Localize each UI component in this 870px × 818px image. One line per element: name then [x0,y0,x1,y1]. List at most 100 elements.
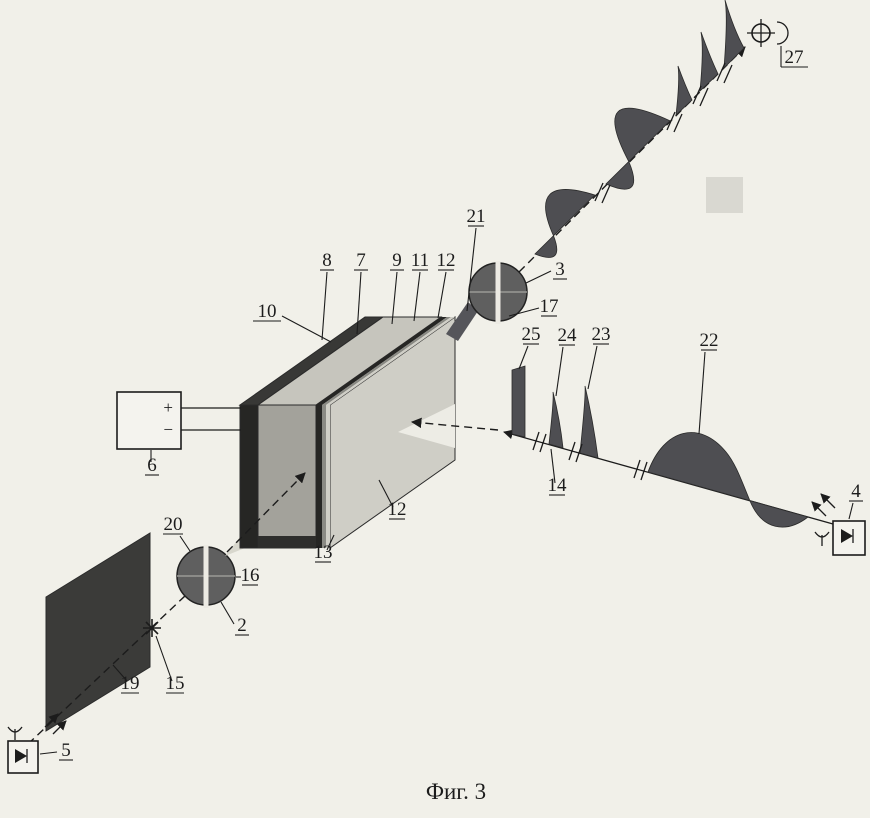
break-marks-upper [594,62,733,204]
label-21-leader [466,227,477,312]
break-tick [594,182,604,202]
label-2: 2 [237,615,247,636]
beam-axis-lower-left [27,594,187,745]
pulse-fin-23 [579,385,599,459]
label-27: 27 [785,47,804,68]
point-source-star [143,619,161,637]
label-23: 23 [592,324,611,345]
sine-wave-22 [647,432,809,528]
emitter-symbol-arc [814,531,830,538]
label-12b-leader [378,479,394,508]
label-12a: 12 [437,250,456,271]
label-20: 20 [164,514,183,535]
emitter-symbol-arc [7,726,23,733]
polarizer-2 [176,545,236,608]
break-tick [568,441,576,461]
label-24: 24 [558,325,578,346]
label-10: 10 [258,301,277,322]
label-21: 21 [467,206,486,227]
break-tick [699,87,709,107]
layer-13-bottom [258,536,316,548]
label-4: 4 [851,481,861,502]
labels: 10 8 7 9 11 12 21 3 17 25 24 23 [39,46,863,761]
label-2-leader [220,601,235,625]
break-tick [532,431,540,451]
emission-arrow [811,501,827,517]
label-11: 11 [411,250,429,271]
break-tick [575,443,583,463]
crystal-assembly [238,316,456,549]
diode-icon [15,749,27,763]
slot-entry-arrow [410,417,499,431]
label-24-leader [555,346,564,397]
label-23-leader [587,345,598,390]
label-9: 9 [392,250,402,271]
label-14-leader [550,448,556,484]
pulse-wave-2-shape [605,107,671,190]
plus-sign: + [163,398,173,417]
power-supply-box [116,391,182,450]
emission-arrow [52,720,67,735]
diode-icon [841,529,853,543]
break-tick [539,433,547,453]
label-3-leader [525,270,552,284]
break-tick [692,85,702,105]
label-3: 3 [555,259,565,280]
light-source-5 [7,713,67,774]
label-19-leader [112,664,128,682]
pulse-rect-25 [511,365,526,438]
break-tick [716,62,726,82]
layer-12-front [326,405,330,548]
pulse-wave-1-shape [534,189,596,258]
break-tick [666,111,676,131]
label-17-leader [508,307,540,317]
label-11-leader [413,271,421,322]
layer-9-top [316,317,447,405]
layer-12-top [326,317,455,405]
label-25-leader [518,345,529,370]
label-14: 14 [548,475,568,496]
break-tick [633,459,641,479]
scan-artifact [706,177,743,213]
label-13-leader [326,534,335,551]
label-7-leader [356,271,362,335]
label-5-leader [39,751,58,755]
screen-plate [45,532,151,732]
label-10-leader [281,315,332,343]
label-12a-leader [437,271,447,319]
power-supply: + − [116,391,241,450]
layer-11-front [322,405,326,548]
crystal-front-face [257,404,317,549]
break-tick [640,461,648,481]
pulse-fin-2 [699,31,719,93]
label-6: 6 [147,455,157,476]
emission-arrow [44,713,59,728]
label-8-leader [321,271,328,341]
pulse-fin-24 [548,391,564,449]
entry-slot [398,404,455,448]
label-15: 15 [166,673,185,694]
detector-27 [747,19,789,47]
label-8: 8 [322,250,332,271]
label-17: 17 [540,296,559,317]
label-12b: 12 [388,499,407,520]
break-tick [723,64,733,84]
label-4-leader [848,502,854,520]
emission-arrow [820,493,836,509]
polarizer-3 [468,261,528,324]
electrode-left-front [239,404,259,549]
break-tick [673,113,683,133]
pulse-wave-2 [605,107,671,190]
lower-beam [410,365,834,528]
layer-11-top [322,317,451,405]
label-25: 25 [522,324,541,345]
break-tick [601,184,611,204]
layer-9-front [316,405,322,548]
pulse-fin-1 [675,65,693,117]
laser-source-4 [811,493,866,556]
pulse-fin-3 [723,0,745,70]
break-marks-lower [532,431,648,481]
minus-sign: − [163,420,173,439]
